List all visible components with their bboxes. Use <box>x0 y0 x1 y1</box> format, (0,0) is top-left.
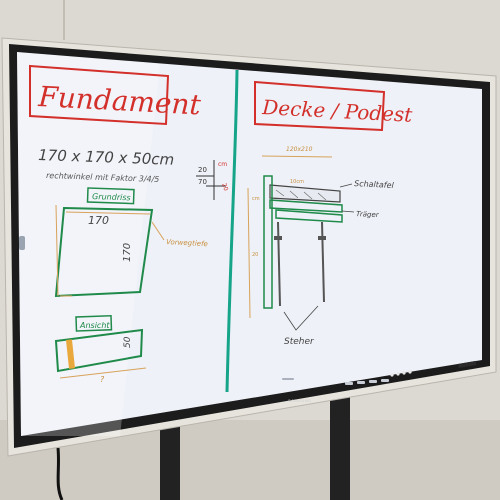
svg-text:?: ? <box>100 375 105 384</box>
hardware-buttons <box>390 370 412 377</box>
hw-button-3[interactable] <box>402 371 406 375</box>
svg-text:Vorwegtiefe: Vorwegtiefe <box>166 238 208 248</box>
stand-leg-left <box>160 425 180 500</box>
corner-sketch: 20 cm 70 20 <box>196 160 229 200</box>
svg-text:20: 20 <box>198 166 207 174</box>
screen-toolbar <box>345 379 389 385</box>
svg-text:20: 20 <box>220 182 229 192</box>
svg-text:50: 50 <box>123 336 133 348</box>
panel-divider <box>225 69 239 393</box>
schaltafel-label: Schaltafel <box>354 179 395 190</box>
fundament-title-box <box>29 64 170 126</box>
svg-text:170: 170 <box>122 243 133 262</box>
svg-text:Ansicht: Ansicht <box>79 321 110 330</box>
svg-text:cm: cm <box>252 196 260 202</box>
monitor-vent <box>457 360 477 368</box>
top-dim-line <box>261 155 333 158</box>
podest-sketch: 10cm cm 20 <box>247 175 355 331</box>
svg-text:cm: cm <box>218 161 227 168</box>
side-handle-icon[interactable] <box>19 236 25 250</box>
svg-text:20: 20 <box>252 252 258 258</box>
screen <box>17 52 482 436</box>
hw-button-2[interactable] <box>396 372 400 376</box>
decke-title-box <box>254 80 386 132</box>
grundriss-group: Grundriss 170 170 Vorwegtiefe <box>54 187 208 298</box>
svg-text:70: 70 <box>198 178 207 186</box>
hw-button-4[interactable] <box>408 370 412 374</box>
toolbar-button-3[interactable] <box>369 380 377 383</box>
ansicht-group: Ansicht 50 ? <box>54 315 147 384</box>
brand-logo: SAMSUNG <box>288 398 312 403</box>
traeger-label: Träger <box>356 210 380 219</box>
svg-text:10cm: 10cm <box>290 179 304 185</box>
screen-glare <box>17 52 160 436</box>
svg-text:Grundriss: Grundriss <box>92 192 131 202</box>
top-dim-text: 120x210 <box>286 146 313 153</box>
power-cable <box>56 447 64 500</box>
stand-leg-right <box>330 395 350 500</box>
steher-label: Steher <box>284 337 315 347</box>
toolbar-button-1[interactable] <box>345 382 353 385</box>
hw-button-1[interactable] <box>390 373 394 377</box>
home-indicator[interactable] <box>282 378 294 380</box>
dimensions-text: 170 x 170 x 50cm <box>38 146 175 169</box>
toolbar-button-2[interactable] <box>357 381 365 384</box>
svg-text:170: 170 <box>88 214 109 227</box>
note-text: rechtwinkel mit Faktor 3/4/5 <box>46 171 160 184</box>
toolbar-button-4[interactable] <box>381 379 389 382</box>
